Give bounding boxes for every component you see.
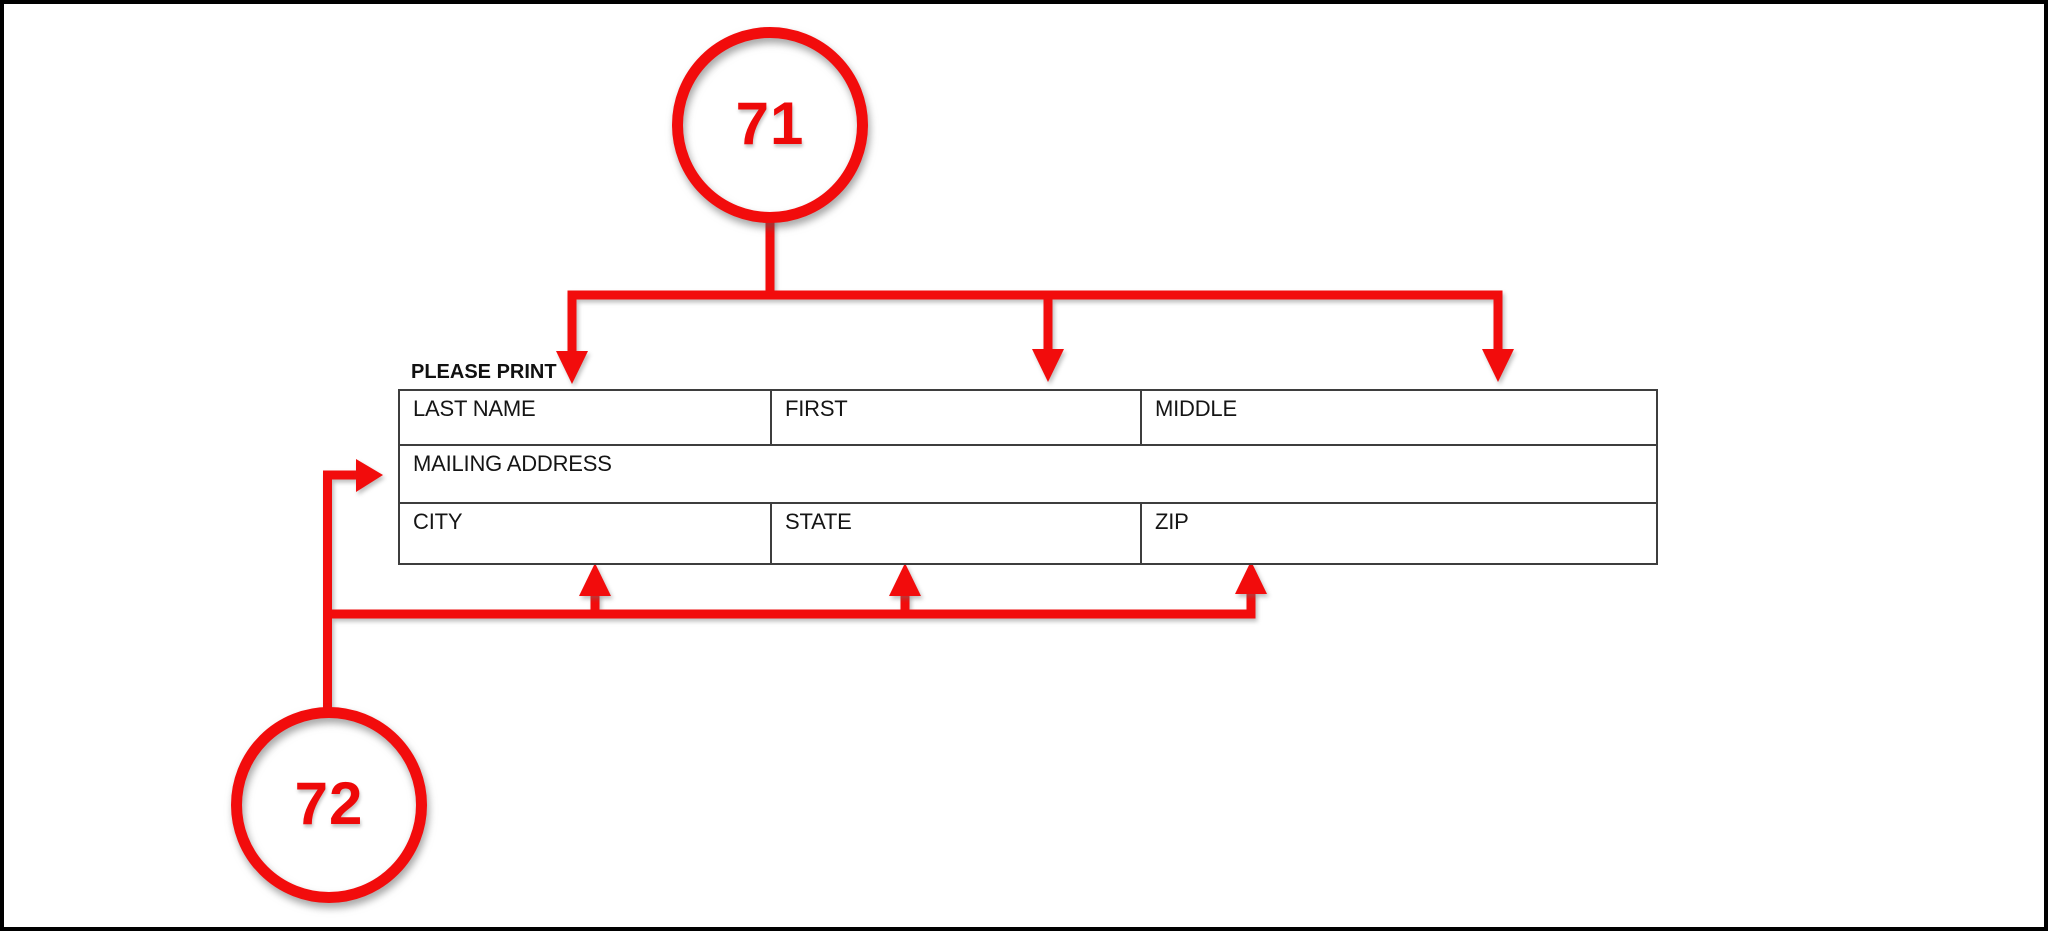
up-arrow-icon	[889, 563, 921, 596]
zip-field: ZIP	[1142, 504, 1656, 563]
right-arrow-icon	[356, 459, 383, 492]
zip-label: ZIP	[1155, 509, 1189, 534]
form-row-city-state-zip: CITY STATE ZIP	[400, 504, 1656, 563]
name-address-form-table: LAST NAME FIRST MIDDLE MAILING ADDRESS C…	[398, 389, 1658, 565]
down-arrow-icon	[1032, 349, 1064, 382]
up-arrow-icon	[1235, 561, 1267, 594]
down-arrow-icon	[556, 351, 588, 384]
please-print-instruction: PLEASE PRINT	[411, 361, 557, 383]
bottom-branch-line	[323, 592, 1256, 619]
top-arrowheads	[556, 349, 1514, 384]
first-name-field: FIRST	[772, 391, 1142, 446]
mailing-address-label: MAILING ADDRESS	[413, 451, 612, 476]
city-label: CITY	[413, 509, 463, 534]
form-row-name: LAST NAME FIRST MIDDLE	[400, 391, 1656, 446]
first-name-label: FIRST	[785, 396, 848, 421]
state-label: STATE	[785, 509, 852, 534]
last-name-label: LAST NAME	[413, 396, 536, 421]
middle-name-label: MIDDLE	[1155, 396, 1237, 421]
middle-name-field: MIDDLE	[1142, 391, 1656, 446]
mailing-address-field: MAILING ADDRESS	[400, 446, 1656, 504]
mailing-address-arrow-line	[323, 470, 356, 711]
up-arrow-icon	[579, 563, 611, 596]
top-connector	[567, 216, 1503, 356]
form-row-mailing-address: MAILING ADDRESS	[400, 446, 1656, 504]
last-name-field: LAST NAME	[400, 391, 772, 446]
down-arrow-icon	[1482, 349, 1514, 382]
state-field: STATE	[772, 504, 1142, 563]
callout-number-71: 71	[735, 89, 805, 157]
city-field: CITY	[400, 504, 772, 563]
callout-number-72: 72	[294, 769, 364, 837]
